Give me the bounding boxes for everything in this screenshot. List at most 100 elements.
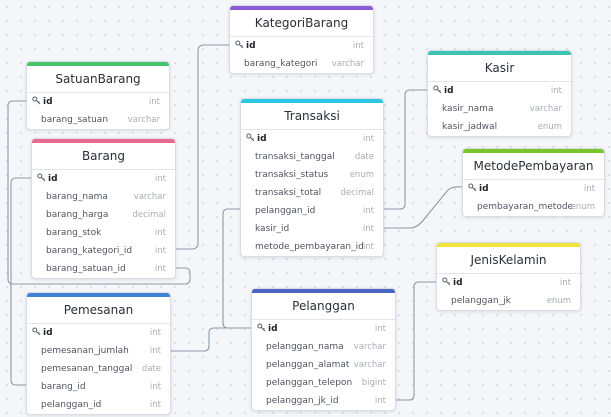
column-name: pelanggan_jk	[451, 296, 511, 306]
column-row[interactable]: transaksi_status enum	[241, 166, 383, 184]
connector-satuan-barang	[7, 100, 191, 285]
column-type: varchar	[529, 104, 562, 114]
column-type: enum	[570, 202, 595, 212]
column-row[interactable]: pemesanan_jumlah int	[27, 342, 170, 360]
table-title: MetodePembayaran	[463, 153, 604, 180]
column-type: int	[550, 86, 562, 96]
column-type: int	[154, 246, 166, 256]
table-title: Barang	[32, 143, 175, 170]
column-name: id	[48, 174, 58, 184]
table-color-bar	[27, 293, 170, 297]
table-jeniskelamin[interactable]: JenisKelamin id int pelanggan_jk enum	[436, 242, 581, 311]
key-icon	[37, 173, 46, 182]
column-name: id	[444, 86, 454, 96]
column-name: pemesanan_tanggal	[41, 364, 133, 374]
column-name: transaksi_status	[255, 170, 329, 180]
column-name: pelanggan_telepon	[266, 378, 353, 388]
column-type: int	[362, 224, 374, 234]
column-type: int	[362, 242, 374, 252]
column-name: pelanggan_jk_id	[266, 396, 339, 406]
connector-pelanggan-transaksi	[222, 208, 251, 329]
column-name: id	[479, 184, 489, 194]
column-name: id	[257, 134, 267, 144]
column-row[interactable]: pelanggan_jk enum	[437, 292, 580, 310]
column-row[interactable]: kasir_jadwal enum	[428, 118, 571, 136]
key-icon	[32, 96, 41, 105]
column-name: barang_satuan	[41, 115, 109, 125]
column-type: int	[154, 174, 166, 184]
column-row[interactable]: barang_satuan_id int	[32, 260, 175, 278]
table-color-bar	[27, 62, 169, 66]
column-name: pelanggan_alamat	[266, 360, 350, 370]
table-title: Pelanggan	[252, 293, 395, 320]
primary-key-row[interactable]: id int	[32, 170, 175, 188]
column-row[interactable]: kasir_id int	[241, 220, 383, 238]
table-title: KategoriBarang	[230, 10, 373, 37]
column-name: kasir_id	[255, 224, 290, 234]
column-name: pembayaran_metode	[477, 202, 574, 212]
column-type: int	[374, 324, 386, 334]
table-title: JenisKelamin	[437, 247, 580, 274]
column-type: enum	[349, 170, 374, 180]
column-type: int	[149, 346, 161, 356]
table-color-bar	[241, 99, 383, 103]
column-name: kasir_jadwal	[442, 122, 498, 132]
column-type: varchar	[353, 342, 386, 352]
column-name: pemesanan_jumlah	[41, 346, 129, 356]
table-color-bar	[463, 149, 604, 153]
column-type: int	[154, 264, 166, 274]
primary-key-row[interactable]: id int	[437, 274, 580, 292]
key-icon	[32, 327, 41, 336]
column-name: id	[453, 278, 463, 288]
primary-key-row[interactable]: id int	[428, 82, 571, 100]
column-type: int	[583, 184, 595, 194]
column-type: date	[354, 152, 374, 162]
table-color-bar	[428, 51, 571, 55]
column-row[interactable]: pelanggan_nama varchar	[252, 338, 395, 356]
primary-key-row[interactable]: id int	[463, 180, 604, 198]
column-type: enum	[546, 296, 571, 306]
key-icon	[433, 85, 442, 94]
column-type: int	[362, 206, 374, 216]
column-type: int	[559, 278, 571, 288]
column-type: int	[148, 97, 160, 107]
column-name: barang_satuan_id	[46, 264, 126, 274]
column-name: barang_harga	[46, 210, 109, 220]
table-color-bar	[32, 139, 175, 143]
column-type: enum	[537, 122, 562, 132]
column-name: pelanggan_nama	[266, 342, 344, 352]
column-name: transaksi_total	[255, 188, 322, 198]
table-title: Transaksi	[241, 103, 383, 130]
